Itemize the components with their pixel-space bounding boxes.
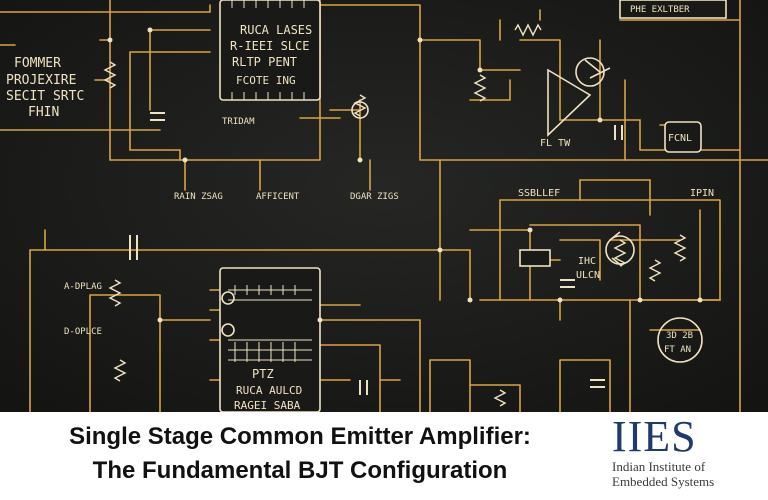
schematic-label: RUCA LASES (240, 23, 312, 37)
caption-bar: Single Stage Common Emitter Amplifier: T… (0, 412, 768, 500)
schematic-label: IPIN (690, 188, 714, 199)
schematic-label: AFFICENT (256, 192, 300, 202)
schematic-label: FHIN (28, 105, 59, 120)
schematic-label: PROJEXIRE (6, 73, 76, 88)
schematic-label: R-IEEI SLCE (230, 39, 309, 53)
schematic-label: RUCA AULCD (236, 384, 302, 397)
schematic-label: SECIT SRTC (6, 89, 84, 104)
schematic-label: PTZ (252, 367, 274, 381)
schematic-label: TRIDAM (222, 117, 255, 127)
schematic-label: SSBLLEF (518, 188, 560, 199)
schematic-label: RAIN ZSAG (174, 192, 223, 202)
schematic-label: IHC (578, 256, 596, 267)
schematic-label: DGAR ZIGS (350, 192, 399, 202)
iies-logo: IIES Indian Institute of Embedded System… (612, 415, 762, 497)
headline-line-2: The Fundamental BJT Configuration (92, 457, 508, 484)
schematic-label: PHE EXLTBER (630, 5, 690, 15)
schematic-label: 3D 2B (666, 331, 693, 341)
circuit-schematic: FOMMER PROJEXIRE SECIT SRTC FHIN RUCA LA… (0, 0, 768, 412)
schematic-label: FCNL (668, 133, 692, 144)
schematic-label: FCOTE ING (236, 74, 296, 87)
schematic-label: A-DPLAG (64, 282, 102, 292)
logo-line-1: Indian Institute of (612, 459, 706, 474)
schematic-label: RAGEI SABA (234, 399, 301, 412)
schematic-label: D-OPLCE (64, 327, 102, 337)
schematic-label: FT AN (664, 345, 691, 355)
schematic-label: FL TW (540, 138, 571, 149)
headline-line-1: Single Stage Common Emitter Amplifier: (69, 423, 531, 450)
logo-line-2: Embedded Systems (612, 474, 715, 489)
headline: Single Stage Common Emitter Amplifier: T… (0, 420, 600, 488)
schematic-label: RLTP PENT (232, 55, 297, 69)
schematic-label: FOMMER (14, 56, 61, 71)
schematic-label: ULCN (576, 270, 600, 281)
logo-mark: IIES (612, 412, 697, 461)
